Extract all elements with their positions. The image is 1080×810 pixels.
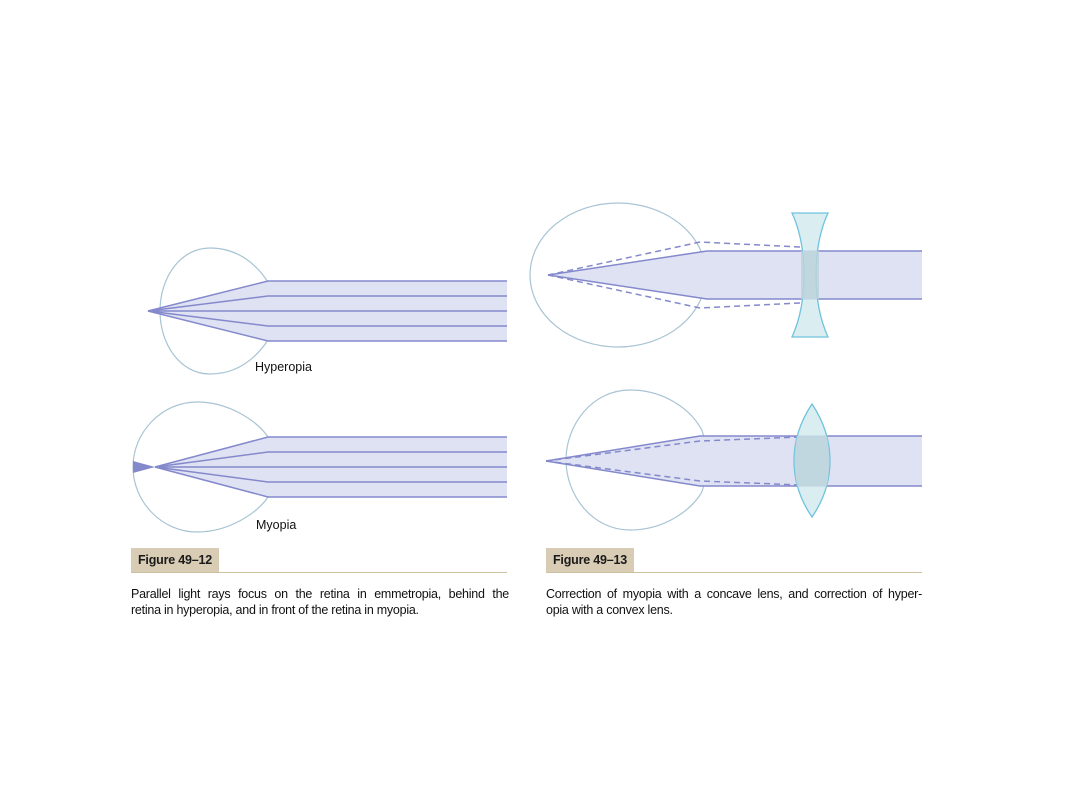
figure-49-13-caption-line2: opia with a convex lens. bbox=[546, 603, 673, 617]
ray bbox=[147, 310, 507, 327]
myopia-crossing-rays bbox=[133, 461, 155, 473]
myopia-label: Myopia bbox=[256, 518, 297, 532]
myopia-rays bbox=[154, 436, 507, 498]
ray bbox=[154, 466, 507, 498]
myopia-eye-outline bbox=[132, 401, 277, 533]
ray bbox=[147, 295, 507, 312]
figure-49-13-tag: Figure 49–13 bbox=[546, 548, 635, 572]
ray bbox=[547, 250, 922, 276]
ray bbox=[547, 241, 801, 276]
convex-lens-beam-overlap bbox=[794, 436, 830, 486]
concave-correction-diagram bbox=[529, 202, 922, 348]
convex-eye-outline bbox=[565, 389, 707, 531]
concave-solid-rays bbox=[547, 250, 922, 300]
ray bbox=[147, 280, 507, 312]
figure-49-12-tag: Figure 49–12 bbox=[131, 548, 220, 572]
ray bbox=[547, 274, 801, 309]
hyperopia-diagram bbox=[147, 247, 507, 375]
ray bbox=[545, 460, 801, 486]
ray bbox=[154, 451, 507, 468]
ray bbox=[547, 274, 922, 300]
figure-49-13-rule bbox=[546, 572, 922, 573]
figure-49-12-rule bbox=[131, 572, 507, 573]
convex-correction-diagram bbox=[545, 389, 922, 531]
ray bbox=[545, 435, 922, 462]
concave-beam bbox=[548, 251, 922, 299]
figure-49-13-caption-line1: Correction of myopia with a concave lens… bbox=[546, 587, 922, 601]
ray bbox=[545, 436, 801, 462]
figure-49-13-caption: Correction of myopia with a concave lens… bbox=[546, 586, 922, 618]
hyperopia-rays bbox=[147, 280, 507, 342]
convex-beam bbox=[546, 436, 922, 486]
figure-49-12-caption: Parallel light rays focus on the retina … bbox=[131, 586, 509, 618]
convex-solid-rays bbox=[545, 435, 922, 487]
concave-lens-beam-overlap bbox=[801, 251, 819, 299]
convex-dashed-rays bbox=[545, 436, 801, 486]
hyperopia-label: Hyperopia bbox=[255, 360, 312, 374]
ray bbox=[154, 436, 507, 468]
ray bbox=[154, 466, 507, 483]
concave-dashed-rays bbox=[547, 241, 801, 309]
figure-49-12-caption-line2: retina in hyperopia, and in front of the… bbox=[131, 603, 419, 617]
myopia-diagram bbox=[132, 401, 507, 533]
ray bbox=[545, 460, 922, 487]
hyperopia-eye-outline bbox=[159, 247, 274, 375]
ray bbox=[147, 310, 507, 342]
figure-49-12-caption-line1: Parallel light rays focus on the retina … bbox=[131, 587, 509, 601]
